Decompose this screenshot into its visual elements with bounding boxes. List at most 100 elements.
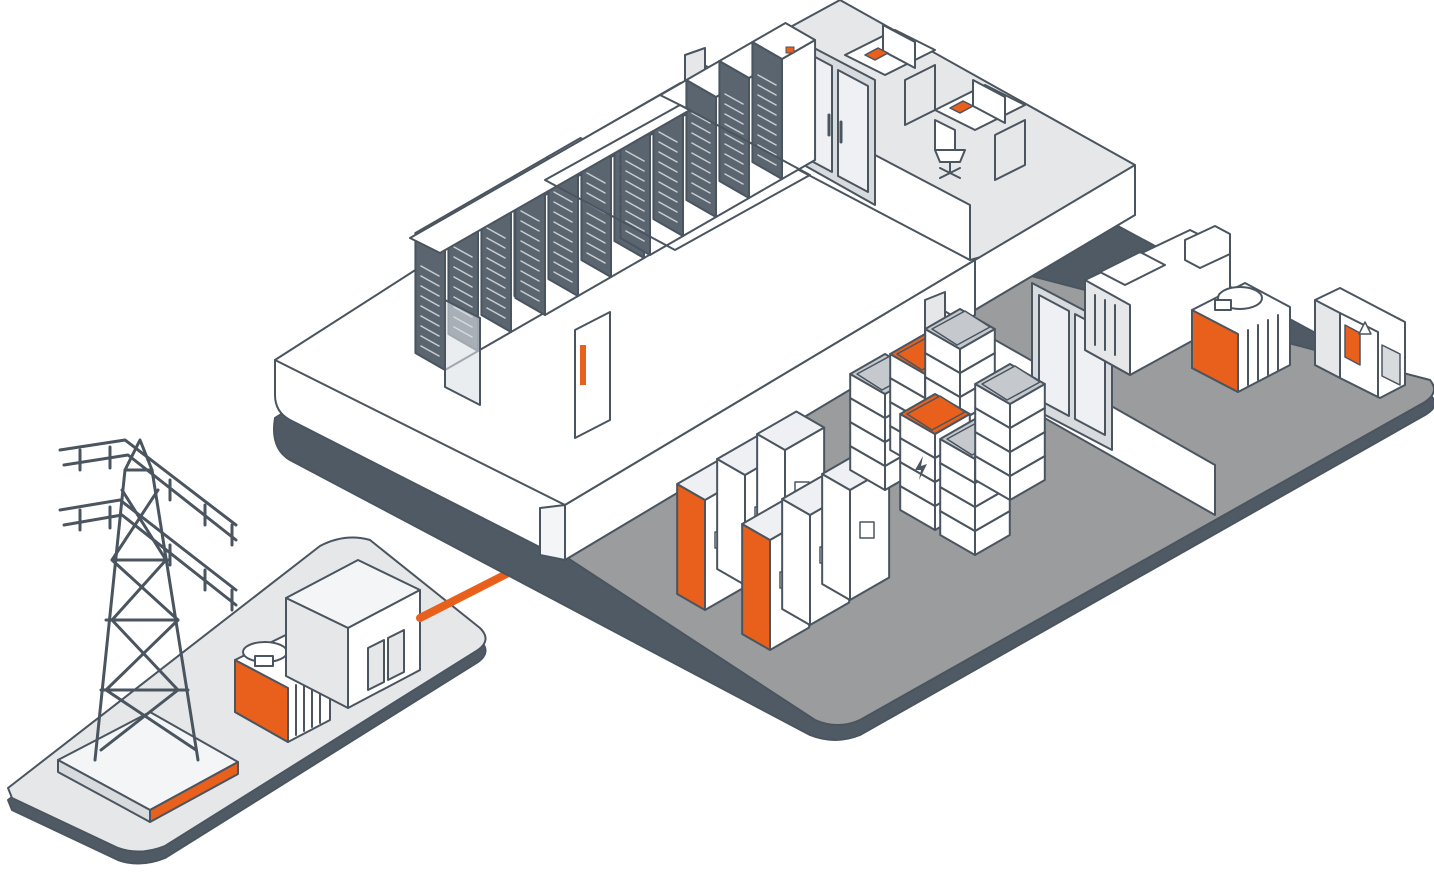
- rack-vent: [520, 250, 540, 262]
- battery-top-panel: [931, 310, 991, 346]
- rack-vent: [420, 345, 440, 357]
- rack-vent: [724, 163, 744, 175]
- rack-vent: [658, 141, 678, 153]
- rack-vent: [757, 134, 777, 146]
- rack-vent: [691, 192, 711, 204]
- rack-vent: [520, 280, 540, 292]
- rack-vent: [658, 151, 678, 163]
- rack-vent: [420, 305, 440, 317]
- rack-vent: [691, 172, 711, 184]
- rack-vent: [625, 220, 645, 232]
- rack-vent: [453, 286, 473, 298]
- rack-vent: [520, 270, 540, 282]
- rack-vent: [625, 200, 645, 212]
- rack-vent: [453, 266, 473, 278]
- rack-vent: [691, 142, 711, 154]
- ups-cabinets: [676, 410, 891, 651]
- rack-vent: [453, 246, 473, 258]
- rack-vent: [757, 104, 777, 116]
- rack-vent: [586, 242, 606, 254]
- rack-vent: [757, 144, 777, 156]
- rack-vent: [453, 256, 473, 268]
- rack-vent: [691, 162, 711, 174]
- rack-vent: [553, 191, 573, 203]
- chiller-icon: [1084, 225, 1231, 376]
- rack-vent: [757, 94, 777, 106]
- transmission-tower-icon: [58, 438, 238, 762]
- rack-vent: [420, 265, 440, 277]
- rack-vent: [658, 191, 678, 203]
- rack-vent: [757, 114, 777, 126]
- rack-vent: [724, 103, 744, 115]
- rack-vent: [553, 251, 573, 263]
- rack-vent: [486, 267, 506, 279]
- rack-vent: [553, 221, 573, 233]
- rack-vent: [486, 277, 506, 289]
- office-chair-icon: [934, 119, 966, 179]
- rack-vent: [453, 296, 473, 308]
- lightning-icon: [915, 456, 927, 480]
- rack-vent: [486, 257, 506, 269]
- rack-vent: [420, 325, 440, 337]
- rack-vent: [658, 131, 678, 143]
- grid-connection-area: [7, 438, 487, 865]
- rack-indicator: [785, 46, 795, 54]
- rack-vent: [658, 181, 678, 193]
- rack-vent: [691, 122, 711, 134]
- rack-vent: [553, 241, 573, 253]
- rack-vent: [658, 161, 678, 173]
- rack-vent: [658, 211, 678, 223]
- rack-vent: [757, 154, 777, 166]
- rack-vent: [586, 172, 606, 184]
- rack-vent: [486, 227, 506, 239]
- warning-icon: [1358, 321, 1372, 335]
- server-hall-racks: [409, 22, 817, 439]
- rack-vent: [420, 335, 440, 347]
- monitor-icon: [864, 24, 1006, 124]
- rack-vent: [625, 180, 645, 192]
- rack-vent: [420, 275, 440, 287]
- rack-vent: [420, 295, 440, 307]
- distribution-panel-icon: [1314, 287, 1406, 399]
- rack-vent: [453, 276, 473, 288]
- rack-vent: [586, 182, 606, 194]
- rack-vent: [486, 287, 506, 299]
- rack-vent: [658, 201, 678, 213]
- rack-vent: [724, 143, 744, 155]
- rack-vent: [586, 222, 606, 234]
- rack-vent: [520, 260, 540, 272]
- rack-vent: [586, 252, 606, 264]
- rack-vent: [625, 160, 645, 172]
- rack-vent: [691, 152, 711, 164]
- rack-vent: [486, 237, 506, 249]
- rack-vent: [724, 173, 744, 185]
- cold-aisle-icon: [544, 104, 811, 251]
- rack-vent: [724, 113, 744, 125]
- rack-vent: [520, 230, 540, 242]
- rack-door-icon: [574, 311, 611, 439]
- generator-icon: [1191, 282, 1291, 393]
- rack-door-icon: [444, 299, 481, 406]
- rack-vent: [553, 201, 573, 213]
- rack-vent: [586, 232, 606, 244]
- rack-vent: [520, 220, 540, 232]
- rack-vent: [757, 84, 777, 96]
- rack-vent: [658, 171, 678, 183]
- rack-vent: [724, 123, 744, 135]
- rack-vent: [691, 132, 711, 144]
- rack-vent: [625, 210, 645, 222]
- rack-vent: [553, 271, 573, 283]
- rack-vent: [486, 307, 506, 319]
- rack-vent: [757, 124, 777, 136]
- rack-vent: [691, 112, 711, 124]
- rack-vent: [553, 231, 573, 243]
- rack-vent: [520, 290, 540, 302]
- rack-vent: [724, 153, 744, 165]
- rack-vent: [553, 261, 573, 273]
- rack-vent: [420, 285, 440, 297]
- rack-vent: [486, 247, 506, 259]
- battery-stacks: [849, 308, 1046, 556]
- rack-vent: [724, 133, 744, 145]
- rack-vent: [586, 192, 606, 204]
